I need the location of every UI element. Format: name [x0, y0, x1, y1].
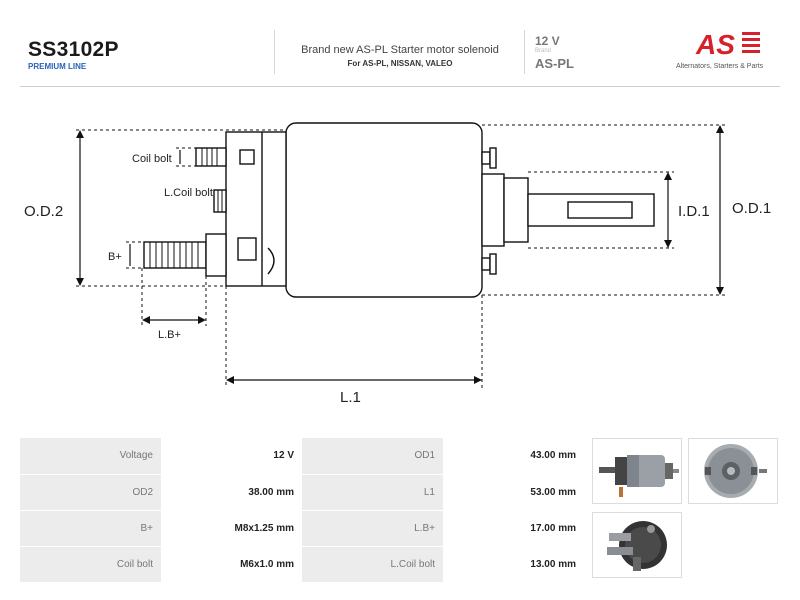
logo-text: AS: [695, 29, 735, 60]
product-description: Brand new AS-PL Starter motor solenoid: [301, 44, 499, 56]
product-line-tag: PREMIUM LINE: [28, 62, 87, 71]
od2-label: O.D.2: [24, 203, 63, 220]
solenoid-drawing-svg: O.D.2 O.D.1 I.D.1 L.1 L.B+ B+ Coil bolt …: [24, 122, 771, 406]
spec-label: Voltage: [20, 438, 161, 475]
header-divider: [274, 30, 275, 74]
spec-value: 12 V: [161, 438, 302, 475]
as-pl-logo: AS: [670, 28, 780, 74]
spec-label: L1: [302, 474, 443, 511]
technical-drawing: O.D.2 O.D.1 I.D.1 L.1 L.B+ B+ Coil bolt …: [0, 88, 800, 428]
l1-label: L.1: [340, 389, 361, 406]
spec-label: B+: [20, 510, 161, 547]
product-photo-front[interactable]: [688, 438, 778, 504]
bplus-label: B+: [108, 251, 122, 263]
voltage-value: 12 V: [535, 34, 560, 48]
spec-label: L.Coil bolt: [302, 546, 443, 583]
spec-value: M6x1.0 mm: [161, 546, 302, 583]
plunger-housing: [481, 173, 505, 247]
brand-caption: Brand: [535, 48, 552, 54]
header-rule: [20, 86, 780, 87]
l-coil-bolt-label: L.Coil bolt: [164, 187, 213, 199]
coil-bolt-label: Coil bolt: [132, 153, 172, 165]
lbplus-label: L.B+: [158, 329, 181, 341]
header-divider: [524, 30, 525, 74]
header: SS3102P PREMIUM LINE Brand new AS-PL Sta…: [0, 0, 800, 88]
fitment-brands: For AS-PL, NISSAN, VALEO: [347, 59, 453, 68]
spec-label: OD1: [302, 438, 443, 475]
spec-value: 43.00 mm: [443, 438, 584, 475]
rear-cover: [225, 131, 287, 287]
table-row: OD2 38.00 mm L1 53.00 mm: [20, 474, 584, 511]
solenoid-body: [285, 122, 483, 298]
table-row: B+ M8x1.25 mm L.B+ 17.00 mm: [20, 510, 584, 547]
od1-label: O.D.1: [732, 200, 771, 217]
logo-tagline: Alternators, Starters & Parts: [676, 63, 764, 70]
brand-value: AS-PL: [535, 56, 574, 71]
spec-label: L.B+: [302, 510, 443, 547]
spec-value: 38.00 mm: [161, 474, 302, 511]
product-photo-side[interactable]: [592, 438, 682, 504]
spec-value: 13.00 mm: [443, 546, 584, 583]
spec-label: OD2: [20, 474, 161, 511]
specifications-table: Voltage 12 V OD1 43.00 mm OD2 38.00 mm L…: [20, 438, 584, 583]
table-row: Coil bolt M6x1.0 mm L.Coil bolt 13.00 mm: [20, 546, 584, 583]
spec-value: 17.00 mm: [443, 510, 584, 547]
id1-label: I.D.1: [678, 203, 710, 220]
spec-value: 53.00 mm: [443, 474, 584, 511]
part-code: SS3102P: [28, 38, 119, 61]
product-photo-rear[interactable]: [592, 512, 682, 578]
spec-value: M8x1.25 mm: [161, 510, 302, 547]
spec-label: Coil bolt: [20, 546, 161, 583]
table-row: Voltage 12 V OD1 43.00 mm: [20, 438, 584, 475]
